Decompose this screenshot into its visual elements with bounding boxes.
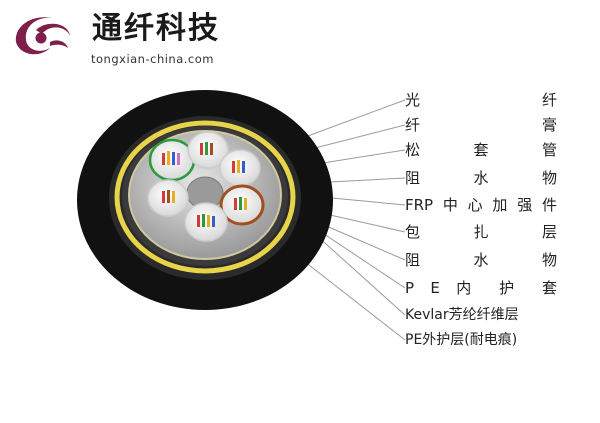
label-binding: 包 扎 层 bbox=[405, 223, 557, 241]
loose-tube bbox=[184, 202, 228, 242]
label-frp-center: FRP中心加强件 bbox=[405, 196, 557, 214]
label-loose-tube: 松 套 管 bbox=[405, 141, 557, 159]
loose-tube bbox=[148, 138, 196, 182]
loose-tube bbox=[219, 184, 265, 226]
brand-name: 通纤科技 bbox=[92, 11, 220, 46]
label-gel: 纤 膏 bbox=[405, 116, 557, 134]
loose-tube bbox=[187, 131, 229, 169]
loose-tubes bbox=[147, 131, 265, 242]
label-kevlar: Kevlar芳纶纤维层 bbox=[405, 307, 519, 323]
swirl-logo-icon bbox=[15, 17, 70, 55]
company-logo bbox=[10, 8, 74, 64]
leader-line-pe-outer bbox=[299, 257, 406, 341]
label-water-block-1: 阻 水 物 bbox=[405, 169, 557, 187]
loose-tube bbox=[147, 179, 189, 217]
label-fiber: 光 纤 bbox=[405, 91, 557, 109]
label-pe-outer: PE外护层(耐电痕) bbox=[405, 332, 518, 348]
label-pe-inner: P E 内 护 套 bbox=[405, 279, 557, 297]
label-water-block-2: 阻 水 物 bbox=[405, 251, 557, 269]
kevlar-layer bbox=[114, 120, 296, 274]
brand-url: tongxian-china.com bbox=[91, 52, 214, 66]
loose-tube bbox=[219, 149, 261, 187]
